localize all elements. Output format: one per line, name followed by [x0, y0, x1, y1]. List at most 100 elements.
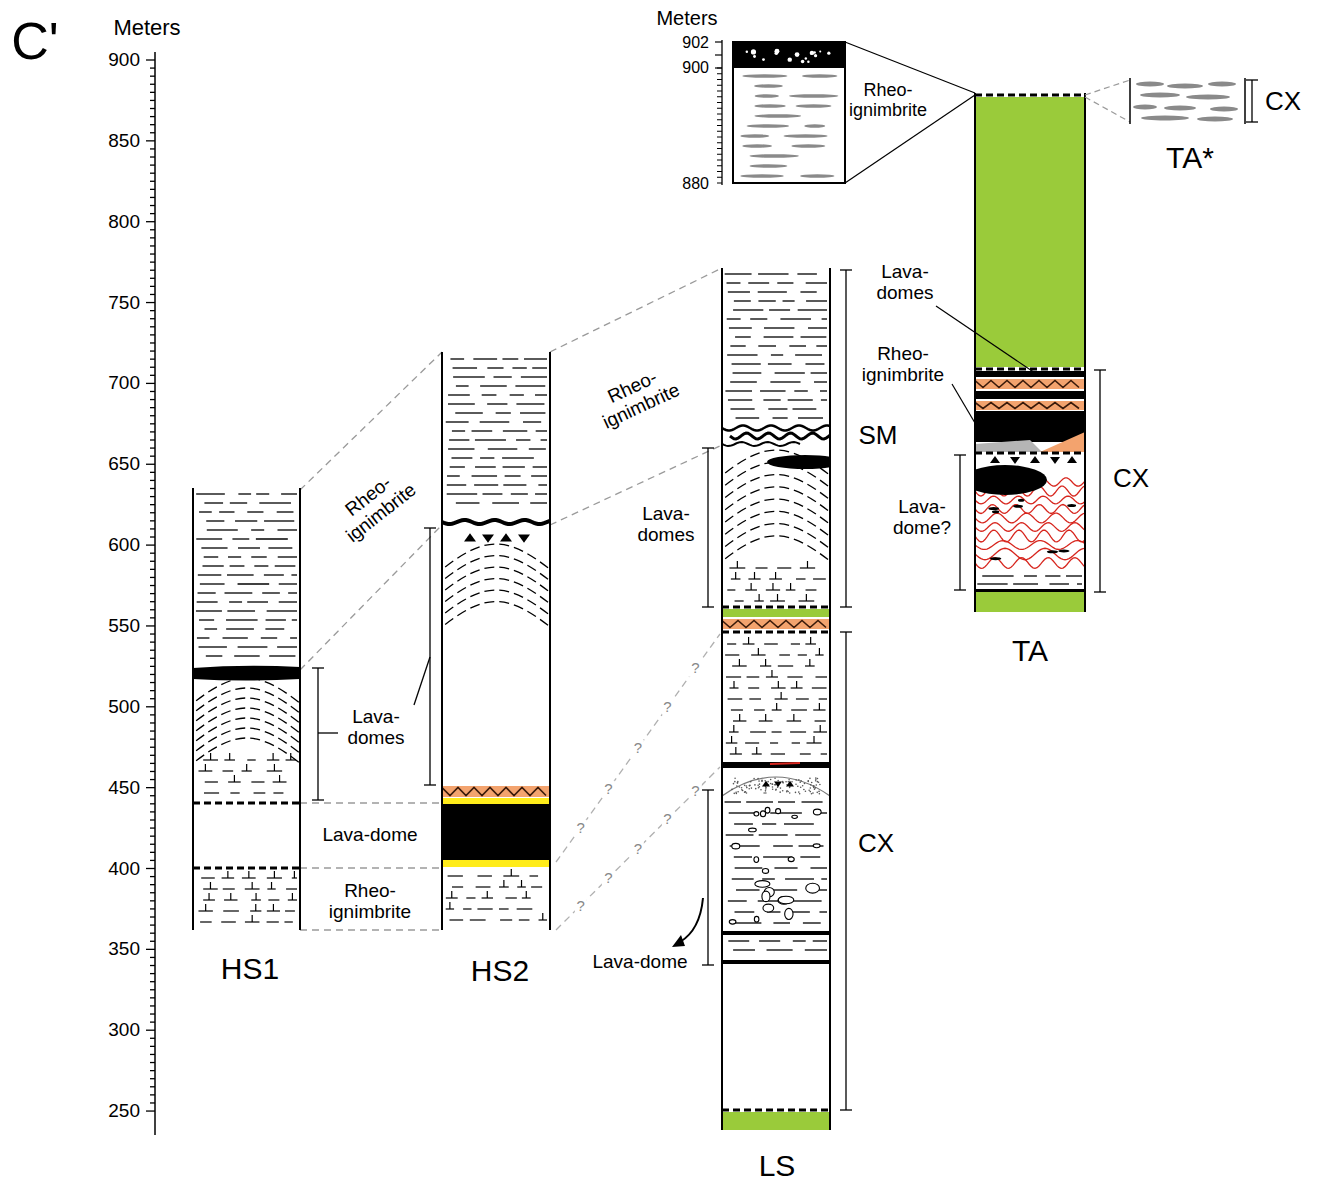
contact-line	[975, 94, 1085, 97]
arrowhead-mark	[1067, 456, 1077, 463]
stipple-dot	[733, 783, 735, 785]
rheo-dash	[810, 867, 827, 868]
rheo-dash	[728, 291, 750, 292]
stipple-dot	[767, 781, 769, 783]
stipple-dot	[774, 778, 776, 780]
rheo-dash	[451, 457, 472, 458]
rheo-dash	[1066, 575, 1082, 576]
rheo-dash	[447, 484, 466, 485]
lava-tick	[449, 902, 450, 909]
stipple-dot	[786, 790, 788, 792]
stipple-dot	[807, 780, 809, 782]
unit-code: CX	[1111, 464, 1151, 493]
axis-tick	[150, 965, 155, 966]
rheo-dash	[773, 922, 790, 923]
lava-tick	[731, 736, 732, 743]
rheo-dash	[475, 466, 496, 467]
zigzag	[722, 621, 826, 628]
lava-tick	[819, 703, 820, 710]
rheo-dash	[808, 327, 827, 328]
axis-tick	[150, 1054, 155, 1055]
lava-dash	[777, 567, 791, 568]
axis-tick	[150, 795, 155, 796]
dome-arc	[722, 524, 830, 566]
lava-dash	[731, 709, 743, 710]
stipple-dot	[775, 789, 777, 791]
axis-value: 600	[106, 535, 142, 556]
rheo-dash	[262, 592, 280, 593]
rheo-dash	[196, 538, 222, 539]
rheo-dash	[793, 900, 822, 901]
axis-tick	[150, 407, 155, 408]
rheo-dash	[773, 417, 788, 418]
axis-tick	[150, 148, 155, 149]
axis-tick	[150, 472, 155, 473]
black-fragment	[1067, 504, 1076, 507]
axis-tick	[150, 1094, 155, 1095]
axis-tick	[717, 79, 722, 80]
contact-line	[722, 606, 830, 609]
bracket-tick	[702, 447, 714, 448]
rheo-dash	[1077, 583, 1082, 584]
rheo-dash	[277, 511, 294, 512]
flow-band	[975, 548, 1085, 559]
lava-dash	[800, 753, 811, 754]
stipple-dot	[754, 784, 756, 786]
rheo-dash	[288, 592, 297, 593]
lava-tick	[210, 882, 211, 889]
column-border	[1129, 78, 1131, 124]
contact-wave	[442, 520, 550, 524]
lava-tick	[813, 736, 814, 743]
stipple-dot	[819, 793, 821, 795]
dome-arc	[722, 475, 830, 517]
axis-value: 850	[106, 130, 142, 151]
rheo-dash	[196, 493, 225, 494]
rheo-dash	[788, 399, 813, 400]
axis-tick	[150, 92, 155, 93]
rheo-dash	[758, 291, 787, 292]
stipple-dot	[749, 785, 751, 787]
vesicle-dot	[746, 50, 748, 52]
rheo-dash	[748, 282, 769, 283]
rheo-dash	[279, 601, 297, 602]
rheo-dash	[446, 421, 469, 422]
lava-dash	[796, 698, 809, 699]
rheo-dash	[1045, 575, 1060, 576]
axis-tick	[717, 108, 722, 109]
bracket-line	[1099, 370, 1100, 592]
grey-lens	[740, 174, 784, 178]
bracket-tick	[840, 631, 852, 632]
rheo-dash	[762, 878, 775, 879]
rheo-dash	[767, 949, 793, 950]
black-lens	[975, 465, 1047, 495]
axis-tick	[150, 350, 155, 351]
stipple-dot	[803, 789, 805, 791]
stipple-dot	[811, 782, 813, 784]
axis-tick	[150, 189, 155, 190]
stipple-dot	[746, 787, 748, 789]
arrowhead-mark	[672, 935, 685, 947]
rheo-dash	[727, 282, 741, 283]
rheo-dash	[821, 399, 827, 400]
axis-tick	[150, 326, 155, 327]
lava-dash	[779, 654, 790, 655]
black-fragment	[988, 507, 999, 510]
column-border	[721, 268, 723, 1130]
axis-tick	[717, 96, 722, 97]
lava-tick	[739, 714, 740, 721]
axis-tick	[150, 375, 155, 376]
rheo-dash	[512, 367, 526, 368]
stipple-dot	[750, 781, 752, 783]
rheo-dash	[238, 547, 260, 548]
rheo-dash	[228, 556, 241, 557]
lava-tick	[754, 572, 755, 579]
lava-tick	[274, 871, 275, 878]
rheo-dash	[529, 448, 546, 449]
correlation-line	[300, 352, 442, 490]
axis-tick	[150, 698, 155, 699]
rheo-dash	[801, 336, 827, 337]
stipple-dot	[815, 778, 817, 780]
axis-tick	[150, 884, 155, 885]
stipple-dot	[810, 787, 812, 789]
stipple-dot	[744, 791, 746, 793]
